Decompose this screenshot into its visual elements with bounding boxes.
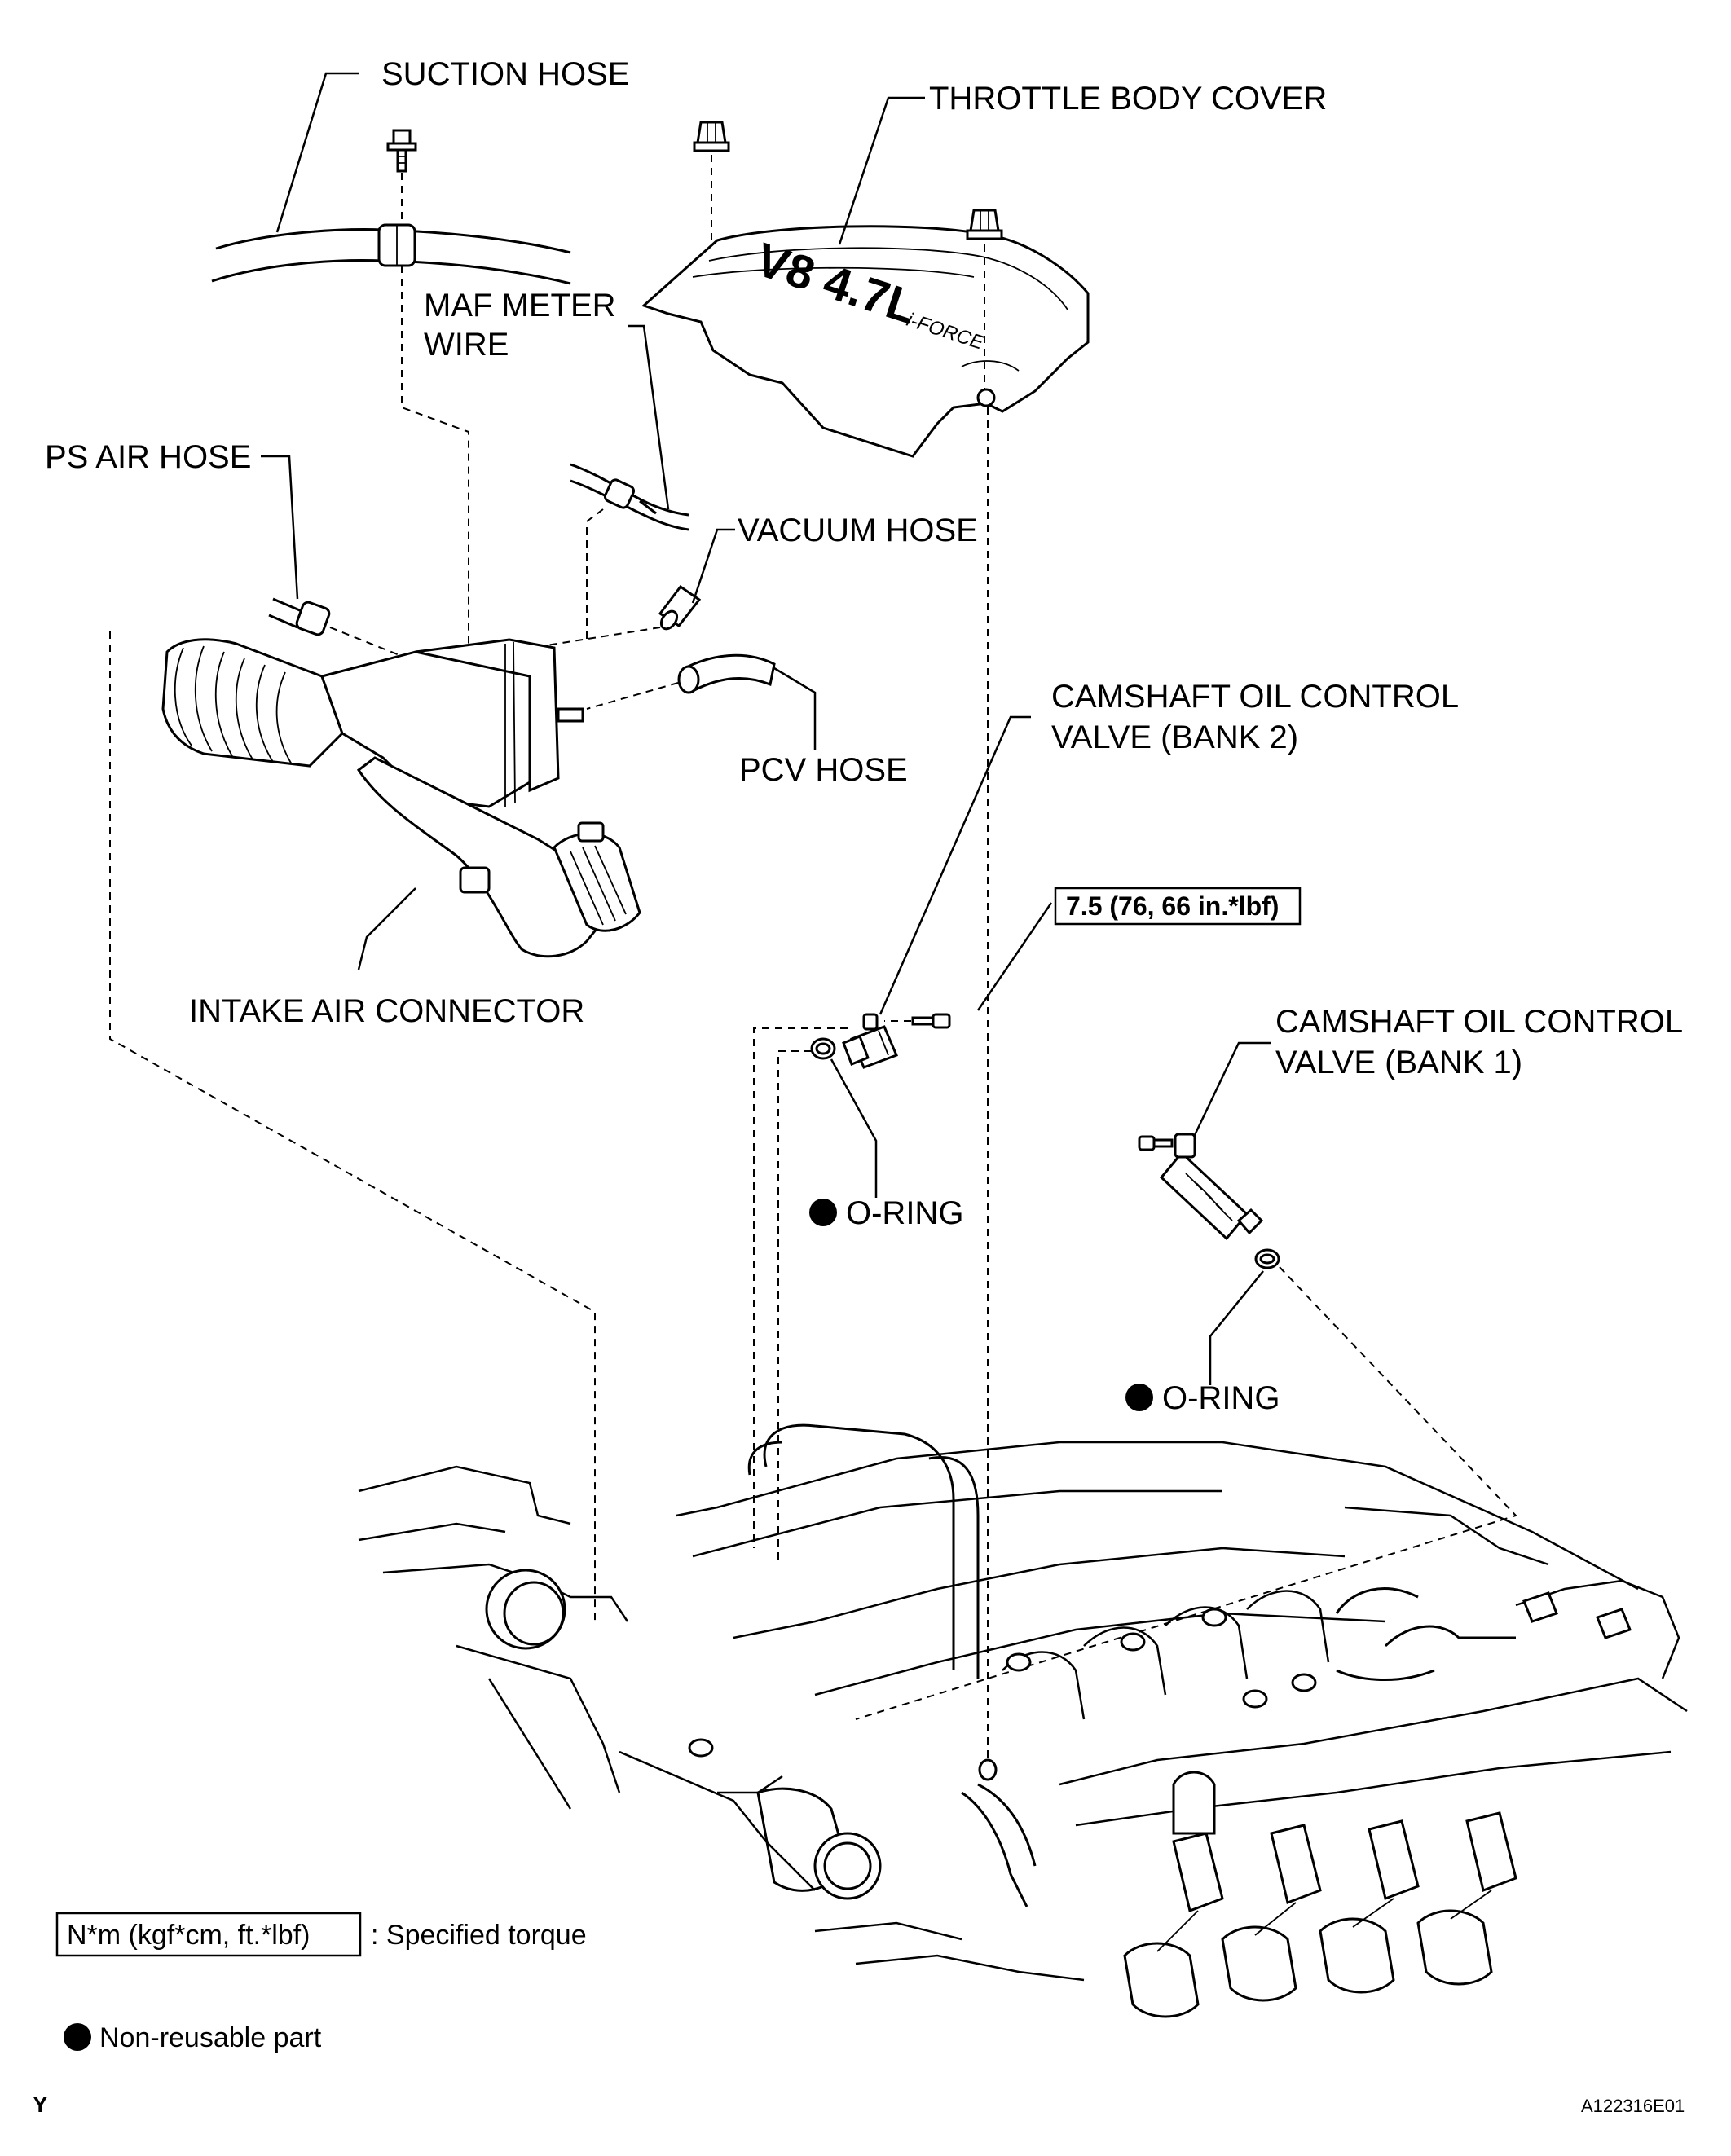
non-reusable-dot-icon <box>809 1199 837 1226</box>
label-vacuum-hose: VACUUM HOSE <box>738 513 978 548</box>
cover-nut-left <box>693 121 730 152</box>
legend-non-reusable: Non-reusable part <box>99 2022 322 2053</box>
label-o-ring-1: O-RING <box>846 1195 963 1231</box>
suction-hose <box>211 223 571 285</box>
pcv-hose-piece <box>677 653 776 694</box>
engine-assembly <box>358 1423 1688 2018</box>
ocv-bank1-bolt <box>1138 1135 1174 1151</box>
label-pcv-hose: PCV HOSE <box>739 752 908 788</box>
legend: N*m (kgf*cm, ft.*lbf) : Specified torque… <box>55 1912 587 2053</box>
label-intake-air-connector: INTAKE AIR CONNECTOR <box>189 993 584 1029</box>
throttle-body-cover: V8 4.7L i-FORCE <box>641 225 1090 458</box>
label-camshaft-ocv-bank2-line1: CAMSHAFT OIL CONTROL <box>1051 679 1459 715</box>
o-ring-label-2: O-RING <box>1125 1380 1280 1416</box>
ocv-bank2-bolt <box>911 1013 951 1029</box>
o-ring-bank2 <box>810 1037 836 1060</box>
non-reusable-dot-icon <box>1125 1384 1153 1411</box>
torque-spec-box: 7.5 (76, 66 in.*lbf) <box>1054 887 1302 926</box>
label-maf-meter-wire-line1: MAF METER <box>424 288 616 323</box>
ps-air-hose <box>268 597 331 636</box>
label-suction-hose: SUCTION HOSE <box>381 56 629 92</box>
label-maf-meter-wire-line2: WIRE <box>424 327 509 363</box>
maf-meter-wire <box>570 463 689 531</box>
label-throttle-body-cover: THROTTLE BODY COVER <box>929 81 1327 117</box>
o-ring-label-1: O-RING <box>809 1195 963 1231</box>
camshaft-ocv-bank1 <box>1159 1133 1264 1241</box>
label-o-ring-2: O-RING <box>1162 1380 1280 1416</box>
label-ps-air-hose: PS AIR HOSE <box>45 439 251 475</box>
legend-torque-unit: N*m (kgf*cm, ft.*lbf) <box>67 1920 310 1951</box>
suction-hose-bolt <box>386 129 417 173</box>
torque-value: 7.5 (76, 66 in.*lbf) <box>1066 891 1279 921</box>
o-ring-bank1 <box>1254 1248 1280 1269</box>
label-camshaft-ocv-bank1-line2: VALVE (BANK 1) <box>1275 1045 1522 1080</box>
label-camshaft-ocv-bank1-line1: CAMSHAFT OIL CONTROL <box>1275 1004 1683 1040</box>
legend-torque-desc: : Specified torque <box>371 1920 587 1951</box>
footer-figure-code: A122316E01 <box>1581 2096 1685 2116</box>
label-camshaft-ocv-bank2-line2: VALVE (BANK 2) <box>1051 719 1298 755</box>
intake-air-connector <box>161 638 641 958</box>
camshaft-ocv-bank2 <box>842 1013 898 1069</box>
cover-nut-right <box>966 209 1003 240</box>
footer-left-code: Y <box>33 2092 48 2117</box>
ignition-coils <box>1123 1811 1517 2018</box>
non-reusable-legend-dot-icon <box>64 2023 91 2051</box>
vacuum-hose-piece <box>658 584 702 631</box>
